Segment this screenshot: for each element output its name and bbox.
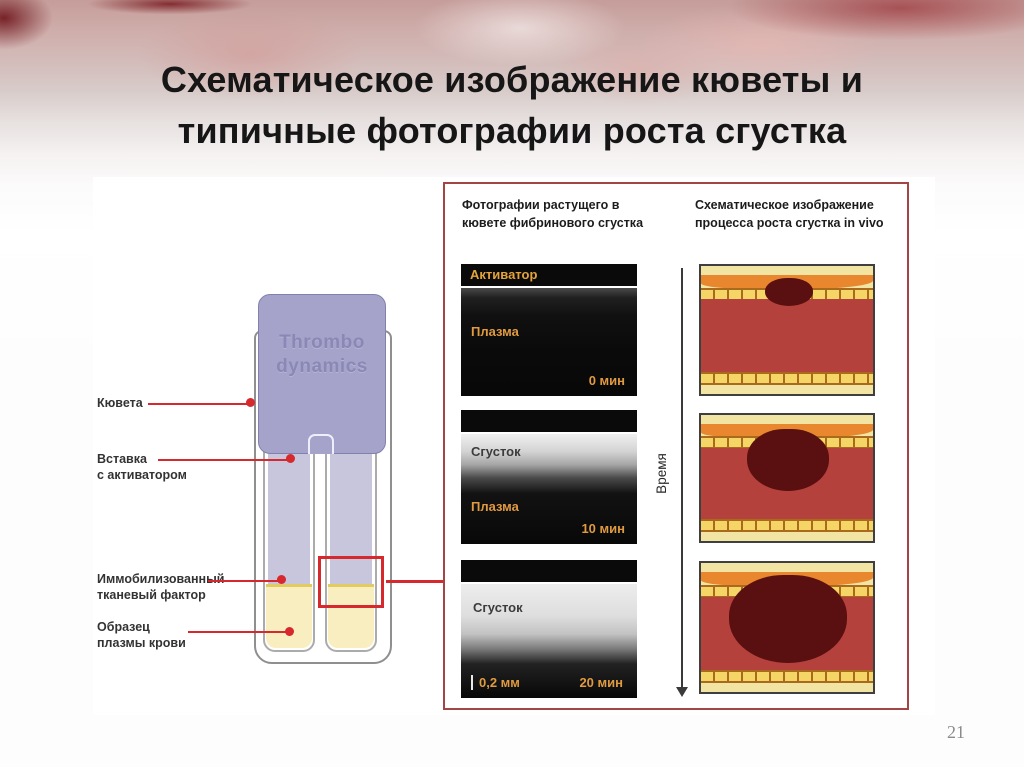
panel-connector-line: [386, 580, 443, 583]
clot-label: Сгусток: [473, 600, 523, 615]
label-tf-line1: Иммобилизованный: [97, 572, 225, 586]
photo-panel: Фотографии растущего в кювете фибриновог…: [443, 182, 909, 710]
photo-20min: Сгусток 0,2 мм 20 мин: [461, 584, 637, 698]
page-number: 21: [947, 722, 965, 742]
schematic-column-header: Схематическое изображение процесса роста…: [695, 197, 884, 232]
time-label: 0 мин: [588, 373, 625, 388]
photos-header-line2: кювете фибринового сгустка: [462, 215, 644, 230]
vessel-schematic-3: [699, 561, 875, 694]
label-sample-line2: плазмы крови: [97, 636, 186, 651]
photos-header-line1: Фотографии растущего в: [462, 198, 620, 212]
vessel-schematic-1: [699, 264, 875, 396]
clot-label: Сгусток: [471, 444, 521, 459]
activator-strip-1: Активатор: [461, 264, 637, 286]
time-label: 20 мин: [579, 675, 623, 690]
label-plasma-sample: Образец плазмы крови: [97, 619, 186, 652]
slide-title-line2: типичные фотографии роста сгустка: [177, 110, 847, 152]
photo-0min: Плазма 0 мин: [461, 288, 637, 396]
insert-leg-right: [330, 452, 372, 584]
slide-title: Схематическое изображение кюветы и типич…: [0, 54, 1024, 156]
callout-line-insert: [158, 459, 292, 461]
vessel-lumen: [701, 299, 873, 374]
plasma-label: Плазма: [471, 324, 519, 339]
photos-column-header: Фотографии растущего в кювете фибриновог…: [462, 197, 643, 232]
vessel-schematic-2: [699, 413, 875, 543]
time-axis-arrowhead-icon: [676, 687, 688, 697]
label-insert-line1: Вставка: [97, 452, 147, 466]
callout-dot-plasma-sample: [285, 627, 294, 636]
label-cuvette-text: Кювета: [97, 396, 143, 410]
time-axis-arrow: [681, 268, 683, 688]
slide-title-line1: Схематическое изображение кюветы и: [160, 59, 864, 101]
callout-dot-insert: [286, 454, 295, 463]
label-sample-line1: Образец: [97, 620, 150, 634]
label-tf-line2: тканевый фактор: [97, 588, 206, 603]
endothelium-bottom: [701, 372, 873, 386]
label-cuvette: Кювета: [97, 395, 143, 411]
thrombodynamics-logo: Thrombo dynamics: [259, 331, 385, 379]
schematic-header-line1: Схематическое изображение: [695, 198, 874, 212]
logo-line2: dynamics: [276, 355, 368, 377]
activator-strip-3: [461, 560, 637, 582]
insert-body: Thrombo dynamics: [258, 294, 386, 454]
scale-bar-label: 0,2 мм: [471, 675, 520, 690]
time-label: 10 мин: [581, 521, 625, 536]
callout-line-plasma-sample: [188, 631, 291, 633]
plasma-well-right: [328, 584, 374, 648]
label-insert: Вставка с активатором: [97, 451, 187, 484]
endothelium-bottom: [701, 519, 873, 533]
tf-highlight-rect: [318, 556, 384, 608]
callout-line-tissue-factor: [208, 580, 283, 582]
callout-dot-tissue-factor: [277, 575, 286, 584]
activator-strip-label: Активатор: [470, 267, 538, 282]
insert-notch: [308, 434, 334, 454]
logo-line1: Thrombo: [279, 332, 365, 353]
plasma-label: Плазма: [471, 499, 519, 514]
label-insert-line2: с активатором: [97, 468, 187, 483]
label-tissue-factor: Иммобилизованный тканевый фактор: [97, 571, 224, 604]
clot-blob-large: [729, 575, 847, 663]
insert-leg-left: [268, 452, 310, 584]
time-axis-label: Время: [653, 453, 669, 494]
clot-blob-medium: [747, 429, 829, 491]
activator-strip-2: [461, 410, 637, 432]
endothelium-bottom: [701, 669, 873, 683]
callout-line-cuvette: [148, 403, 252, 405]
photo-10min: Сгусток Плазма 10 мин: [461, 434, 637, 544]
clot-blob-small: [765, 278, 813, 306]
plasma-well-left: [266, 584, 312, 648]
schematic-header-line2: процесса роста сгустка in vivo: [695, 215, 884, 230]
callout-dot-cuvette: [246, 398, 255, 407]
